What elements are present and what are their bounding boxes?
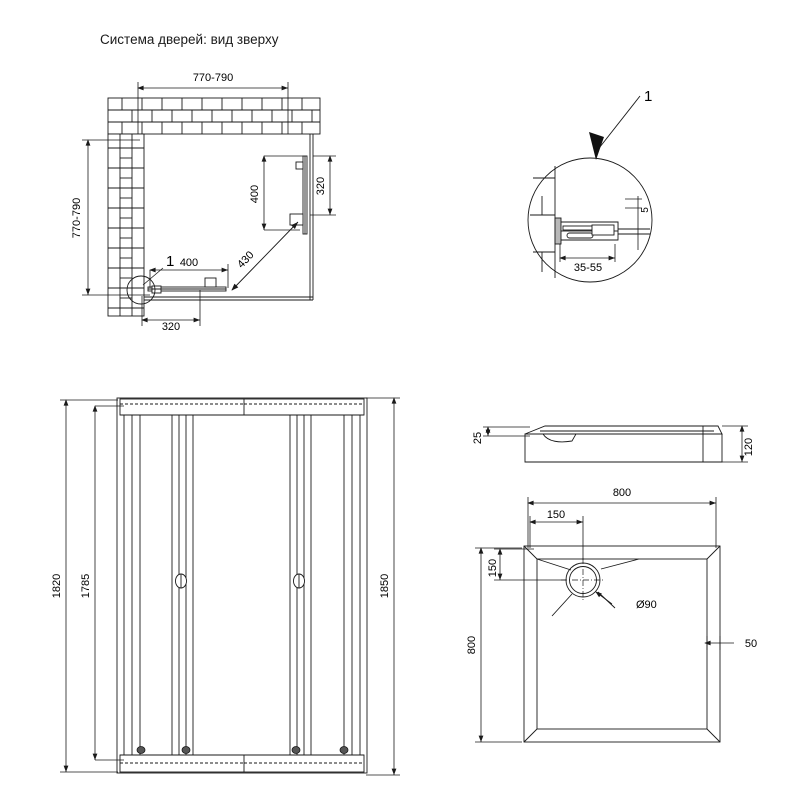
dim-right-320 — [310, 155, 336, 216]
detail-leader-arrow — [589, 95, 641, 160]
tray-inner — [536, 558, 708, 730]
dim-top-width-label: 770-790 — [193, 72, 233, 84]
dim-120 — [722, 425, 748, 463]
dim-detail-width — [559, 244, 616, 262]
dim-right-400-label: 400 — [249, 185, 261, 203]
top-rail — [119, 398, 365, 416]
bottom-rollers — [136, 746, 349, 754]
dim-detail-width-label: 35-55 — [574, 262, 602, 274]
drain-leader — [595, 591, 613, 605]
dim-120-label: 120 — [743, 438, 755, 456]
dim-1820 — [60, 399, 118, 773]
detail-profile — [554, 217, 650, 245]
dim-right-400 — [261, 155, 303, 231]
dim-800-width — [527, 497, 717, 548]
dim-bottom-320-label: 320 — [162, 321, 180, 333]
dim-right-320-label: 320 — [315, 177, 327, 195]
dim-1785-label: 1785 — [80, 574, 92, 598]
detail-callout-number: 1 — [644, 88, 652, 105]
dim-150-x-label: 150 — [547, 509, 565, 521]
dim-25-label: 25 — [472, 432, 484, 444]
dim-800-width-label: 800 — [613, 487, 631, 499]
dim-bottom-320 — [141, 290, 201, 326]
dim-bottom-400-label: 400 — [180, 257, 198, 269]
detail-view-1 — [527, 95, 653, 283]
right-door-panel — [289, 155, 308, 235]
dim-detail-gap-label: 5 — [640, 207, 651, 213]
left-wall — [107, 133, 145, 317]
drain-diameter-label: Ø90 — [636, 599, 657, 611]
dim-800-depth-label: 800 — [466, 636, 478, 654]
dim-800-depth — [475, 547, 522, 743]
tray-plan-view — [475, 497, 734, 743]
dim-150-x — [529, 516, 584, 560]
bottom-door-panel — [126, 275, 227, 305]
detail-circle — [527, 157, 653, 283]
callout-leader-1 — [142, 267, 164, 286]
dim-150-y — [494, 548, 566, 581]
elevation-outer-frame — [116, 397, 368, 774]
dim-left-height — [82, 139, 150, 296]
dim-150-y-label: 150 — [487, 559, 499, 577]
door-handle-left — [175, 573, 187, 589]
dim-50-rim — [704, 636, 734, 650]
dim-25 — [483, 426, 530, 437]
diagonal-dimension — [231, 221, 299, 291]
front-elevation-view — [60, 397, 400, 776]
dim-left-height-label: 770-790 — [71, 198, 83, 238]
top-plan-view — [82, 82, 336, 326]
callout-number-plan: 1 — [166, 253, 174, 270]
dim-top-width — [137, 82, 289, 134]
bottom-rail — [119, 754, 365, 773]
dim-1850-label: 1850 — [379, 574, 391, 598]
tray-side-view — [483, 425, 748, 463]
top-wall — [107, 97, 321, 135]
dim-1785 — [92, 405, 124, 761]
enclosure-outline — [144, 134, 314, 301]
dim-1850 — [366, 397, 400, 776]
dim-detail-gap — [625, 196, 642, 250]
dim-1820-label: 1820 — [51, 574, 63, 598]
door-handle-right — [293, 573, 305, 589]
page-title: Система дверей: вид зверху — [100, 32, 279, 47]
dim-50-rim-label: 50 — [745, 638, 757, 650]
